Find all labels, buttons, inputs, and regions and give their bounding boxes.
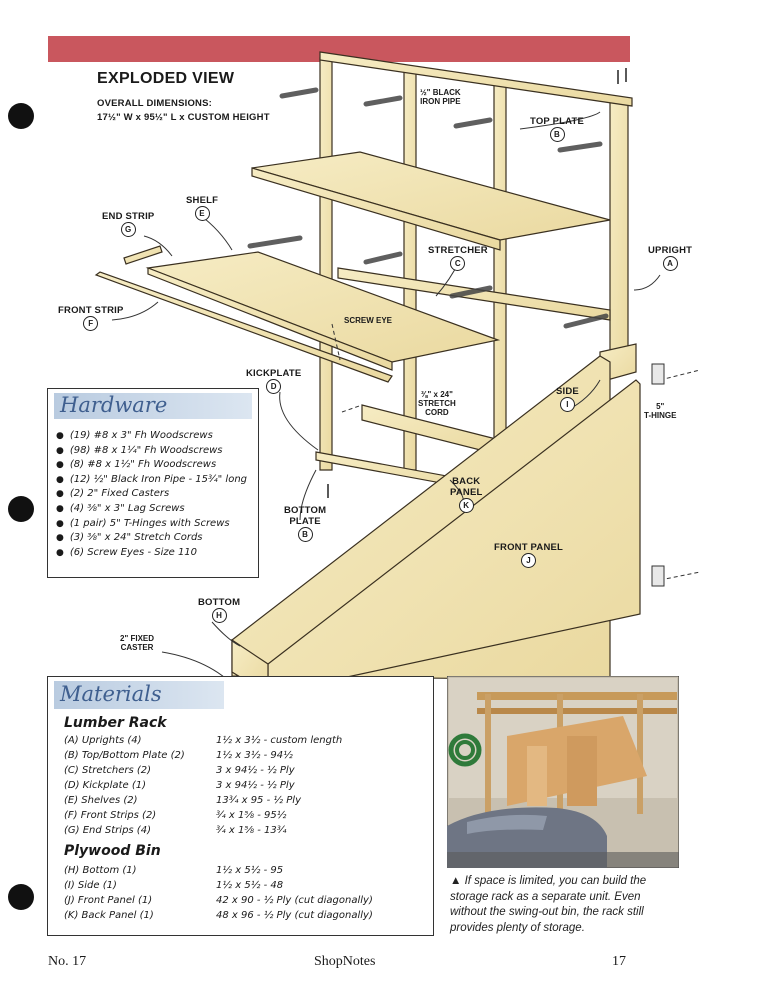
binder-hole-middle <box>8 496 34 522</box>
label-bottom: BOTTOM H <box>198 597 240 623</box>
photo-caption: ▲ If space is limited, you can build the… <box>450 875 647 934</box>
label-stretch-cord: ⅜" x 24" STRETCH CORD <box>418 390 456 417</box>
hardware-item: (12) ½" Black Iron Pipe - 15¾" long <box>56 473 256 488</box>
hardware-box: Hardware (19) #8 x 3" Fh Woodscrews (98)… <box>47 388 259 578</box>
binder-hole-bottom <box>8 884 34 910</box>
list-item: (K) Back Panel (1)48 x 96 - ½ Ply (cut d… <box>64 910 373 921</box>
list-item: (A) Uprights (4)1½ x 3½ - custom length <box>64 735 343 746</box>
code-stretcher: C <box>450 256 466 271</box>
list-item: (J) Front Panel (1)42 x 90 - ½ Ply (cut … <box>64 895 373 906</box>
hardware-title-bar: Hardware <box>54 393 252 419</box>
code-top-plate: B <box>549 127 565 142</box>
list-item: (C) Stretchers (2)3 x 94½ - ½ Ply <box>64 765 295 776</box>
footer-page-number: 17 <box>612 954 626 969</box>
list-item: (G) End Strips (4)¾ x 1⅝ - 13¾ <box>64 825 287 836</box>
upright-4 <box>609 99 629 371</box>
code-back-panel: K <box>458 498 474 513</box>
code-front-panel: J <box>521 553 537 568</box>
upright-1 <box>319 57 333 471</box>
list-item: (I) Side (1)1½ x 5½ - 48 <box>64 880 284 891</box>
top-plate <box>319 51 633 107</box>
code-side: I <box>559 397 575 412</box>
hardware-title: Hardware <box>60 393 168 417</box>
code-bottom: H <box>211 608 227 623</box>
hardware-item: (19) #8 x 3" Fh Woodscrews <box>56 429 256 444</box>
upright-2 <box>403 67 417 471</box>
storage-rack-photo <box>447 676 679 868</box>
label-t-hinge: 5" T-HINGE <box>644 402 677 420</box>
exploded-view-title: EXPLODED VIEW <box>97 70 235 87</box>
code-front-strip: F <box>83 316 99 331</box>
overall-dimensions-label: OVERALL DIMENSIONS: <box>97 98 212 109</box>
materials-box: Materials Lumber Rack (A) Uprights (4)1½… <box>47 676 434 936</box>
front-strip <box>94 271 393 383</box>
exploded-view-diagram <box>94 51 701 700</box>
footer-issue: No. 17 <box>48 954 87 969</box>
upright-3 <box>493 79 507 471</box>
hardware-list: (19) #8 x 3" Fh Woodscrews (98) #8 x 1¼"… <box>56 429 256 560</box>
label-front-panel: FRONT PANEL J <box>494 542 563 568</box>
hardware-item: (4) ⅜" x 3" Lag Screws <box>56 502 256 517</box>
stretcher <box>337 267 611 321</box>
t-hinge-upper <box>651 363 665 385</box>
label-front-strip: FRONT STRIP F <box>58 305 124 331</box>
materials-title: Materials <box>60 682 162 706</box>
lumber-list: (A) Uprights (4)1½ x 3½ - custom length … <box>64 735 424 840</box>
label-back-panel: BACK PANEL K <box>450 476 483 513</box>
label-side: SIDE I <box>556 386 579 412</box>
hardware-item: (8) #8 x 1½" Fh Woodscrews <box>56 458 256 473</box>
label-stretcher: STRETCHER C <box>428 245 488 271</box>
label-kickplate: KICKPLATE D <box>246 368 301 394</box>
list-item: (B) Top/Bottom Plate (2)1½ x 3½ - 94½ <box>64 750 293 761</box>
label-upright: UPRIGHT A <box>648 245 692 271</box>
list-item: (E) Shelves (2)13¾ x 95 - ½ Ply <box>64 795 301 806</box>
list-item: (D) Kickplate (1)3 x 94½ - ½ Ply <box>64 780 295 791</box>
hardware-item: (1 pair) 5" T-Hinges with Screws <box>56 517 256 532</box>
label-end-strip: END STRIP G <box>102 211 154 237</box>
hardware-item: (2) 2" Fixed Casters <box>56 487 256 502</box>
binder-hole-top <box>8 103 34 129</box>
label-screw-eye: SCREW EYE <box>344 316 393 325</box>
hardware-item: (3) ⅜" x 24" Stretch Cords <box>56 531 256 546</box>
materials-title-bar: Materials <box>54 681 224 709</box>
plywood-bin-heading: Plywood Bin <box>64 843 161 859</box>
code-shelf: E <box>194 206 210 221</box>
code-end-strip: G <box>120 222 136 237</box>
end-strip <box>123 245 163 265</box>
footer-brand: ShopNotes <box>314 954 376 969</box>
code-upright: A <box>662 256 678 271</box>
label-black-iron-pipe: ½" BLACK IRON PIPE <box>420 88 461 106</box>
code-kickplate: D <box>266 379 282 394</box>
lumber-rack-heading: Lumber Rack <box>64 715 167 731</box>
list-item: (F) Front Strips (2)¾ x 1⅝ - 95½ <box>64 810 287 821</box>
label-fixed-caster: 2" FIXED CASTER <box>120 634 155 652</box>
label-bottom-plate: BOTTOM PLATE B <box>284 505 326 542</box>
label-top-plate: TOP PLATE B <box>530 116 584 142</box>
code-bottom-plate: B <box>297 527 313 542</box>
label-shelf: SHELF E <box>186 195 218 221</box>
t-hinge-lower <box>651 565 665 587</box>
plywood-list: (H) Bottom (1)1½ x 5½ - 95 (I) Side (1)1… <box>64 865 424 925</box>
hardware-item: (98) #8 x 1¼" Fh Woodscrews <box>56 444 256 459</box>
hardware-item: (6) Screw Eyes - Size 110 <box>56 546 256 561</box>
overall-dimensions-value: 17½" W x 95½" L x CUSTOM HEIGHT <box>97 112 270 123</box>
list-item: (H) Bottom (1)1½ x 5½ - 95 <box>64 865 284 876</box>
